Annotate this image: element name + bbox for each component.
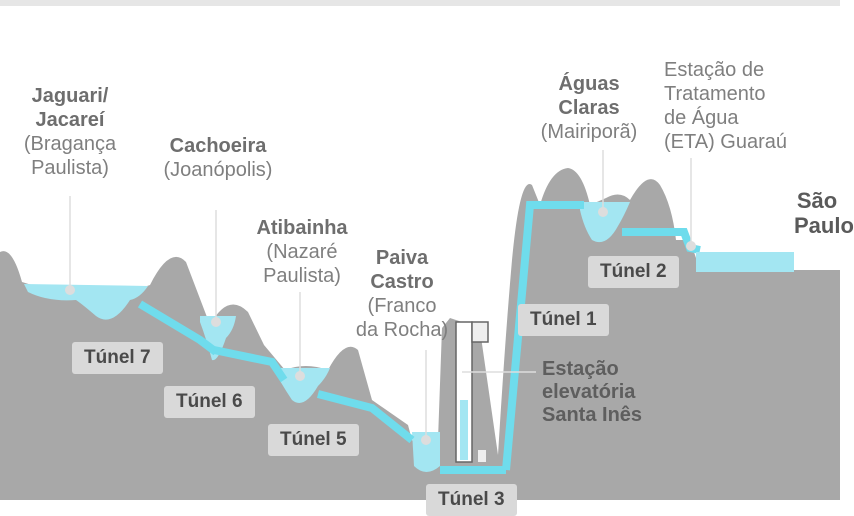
label-paiva-castro-sub-2: da Rocha) bbox=[355, 319, 449, 341]
label-eta-line-1: Estação de bbox=[664, 59, 765, 81]
label-eta: Estação de Tratamento de Água (ETA) Guar… bbox=[664, 58, 834, 154]
label-aguas-claras: Águas Claras (Mairiporã) bbox=[530, 72, 648, 144]
label-jaguari-name-2: Jacareí bbox=[35, 109, 105, 131]
pump-station-housing bbox=[471, 321, 489, 343]
label-atibainha: Atibainha (Nazaré Paulista) bbox=[236, 216, 368, 288]
dot-cachoeira bbox=[211, 317, 221, 327]
water-sao-paulo-channel bbox=[696, 252, 794, 272]
label-eta-line-4: (ETA) Guaraú bbox=[664, 131, 787, 153]
tunnel-3-label: Túnel 3 bbox=[426, 484, 517, 516]
dot-paiva-castro bbox=[421, 435, 431, 445]
dot-jaguari bbox=[65, 285, 75, 295]
water-atibainha bbox=[276, 368, 330, 403]
label-sao-paulo-line-2: Paulo bbox=[794, 213, 854, 238]
pump-station-water-column bbox=[460, 400, 468, 460]
tunnel-7-pipe bbox=[137, 300, 219, 356]
label-atibainha-sub-1: (Nazaré bbox=[266, 241, 338, 263]
tunnel-1-pipe bbox=[502, 201, 584, 471]
tunnel-6-label: Túnel 6 bbox=[164, 386, 255, 418]
dot-atibainha bbox=[295, 371, 305, 381]
pump-station-base bbox=[478, 450, 486, 462]
tunnel-6-pipe bbox=[213, 346, 288, 383]
dot-aguas-claras bbox=[598, 207, 608, 217]
label-pump-station-line-1: Estação bbox=[542, 358, 619, 380]
label-paiva-castro-name-2: Castro bbox=[370, 271, 434, 293]
label-jaguari-name-1: Jaguari/ bbox=[31, 85, 109, 107]
label-jaguari-sub-2: Paulista) bbox=[31, 157, 109, 179]
label-aguas-claras-name-2: Claras bbox=[558, 97, 620, 119]
label-paiva-castro: Paiva Castro (Franco da Rocha) bbox=[342, 246, 462, 342]
label-eta-line-3: de Água bbox=[664, 107, 739, 129]
tunnel-5-label: Túnel 5 bbox=[268, 424, 359, 456]
label-aguas-claras-name-1: Águas bbox=[558, 73, 620, 95]
label-atibainha-name: Atibainha bbox=[256, 217, 348, 239]
label-pump-station-line-2: elevatória bbox=[542, 381, 636, 403]
label-atibainha-sub-2: Paulista) bbox=[263, 265, 341, 287]
label-paiva-castro-sub-1: (Franco bbox=[367, 295, 437, 317]
label-sao-paulo-line-1: São bbox=[796, 188, 838, 213]
label-pump-station: Estação elevatória Santa Inês bbox=[542, 358, 682, 427]
label-cachoeira: Cachoeira (Joanópolis) bbox=[150, 134, 286, 182]
water-paiva-castro bbox=[412, 432, 440, 472]
water-aguas-claras bbox=[580, 202, 630, 243]
label-cachoeira-sub: (Joanópolis) bbox=[163, 159, 273, 181]
label-jaguari: Jaguari/ Jacareí (Bragança Paulista) bbox=[8, 84, 132, 180]
label-aguas-claras-sub: (Mairiporã) bbox=[540, 121, 638, 143]
tunnel-7-label: Túnel 7 bbox=[72, 342, 163, 374]
dot-eta bbox=[686, 241, 696, 251]
label-cachoeira-name: Cachoeira bbox=[169, 135, 267, 157]
label-paiva-castro-name-1: Paiva bbox=[375, 247, 429, 269]
label-sao-paulo: São Paulo bbox=[794, 188, 854, 238]
tunnel-5-pipe bbox=[316, 390, 415, 444]
top-bar bbox=[0, 0, 840, 6]
label-eta-line-2: Tratamento bbox=[664, 83, 766, 105]
water-jaguari bbox=[24, 284, 148, 320]
label-jaguari-sub-1: (Bragança bbox=[23, 133, 117, 155]
tunnel-1-label: Túnel 1 bbox=[518, 304, 609, 336]
tunnel-2-label: Túnel 2 bbox=[588, 256, 679, 288]
label-pump-station-line-3: Santa Inês bbox=[542, 404, 643, 426]
